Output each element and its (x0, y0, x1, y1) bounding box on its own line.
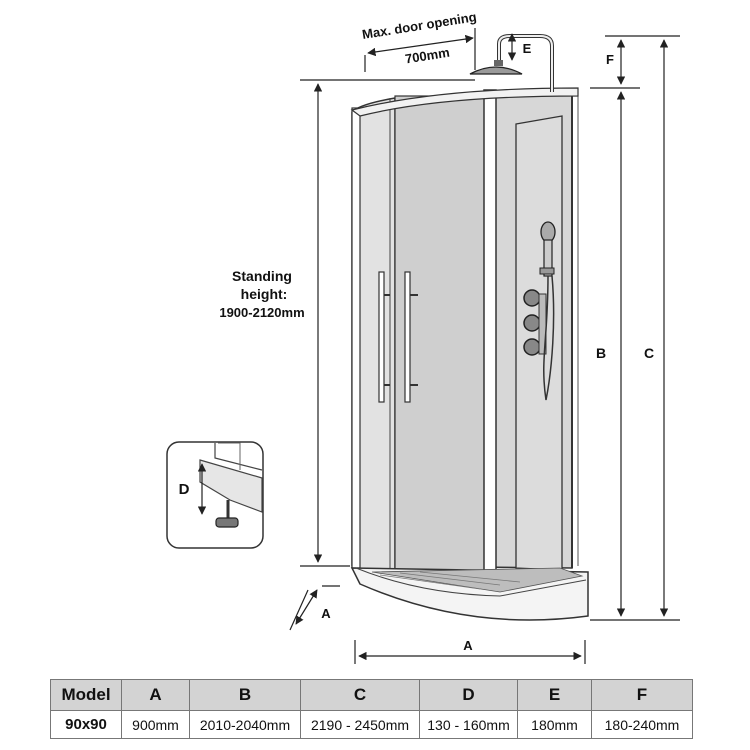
table-cell-f: 180-240mm (591, 710, 693, 739)
door-frame-post (483, 89, 497, 591)
dimension-lines (289, 28, 680, 664)
dimension-label-b: B (596, 345, 606, 361)
shower-control-knobs (523, 289, 547, 356)
dimension-label-c: C (644, 345, 654, 361)
table-cell-a: 900mm (121, 710, 190, 739)
hand-shower (539, 221, 556, 401)
table-header-c: C (300, 679, 420, 711)
dimension-label-a-bottom: A (463, 638, 473, 653)
table-header-a: A (121, 679, 190, 711)
rain-shower-head (469, 34, 554, 92)
table-header-model: Model (50, 679, 122, 711)
table-cell-e: 180mm (517, 710, 592, 739)
foot-detail-inset (166, 441, 264, 549)
spec-table: Model A B C D E F 90x90 900mm 2010-2040m… (50, 679, 693, 739)
table-header-row: Model A B C D E F (50, 679, 693, 711)
table-cell-d: 130 - 160mm (419, 710, 518, 739)
door-opening-value: 700mm (404, 45, 451, 67)
dimension-label-a-diagonal: A (321, 606, 331, 621)
standing-height-value: 1900-2120mm (219, 305, 304, 320)
shower-tray (350, 567, 589, 621)
shower-cabin (350, 34, 589, 621)
dimension-label-d: D (179, 481, 190, 498)
table-header-b: B (189, 679, 301, 711)
table-header-d: D (419, 679, 518, 711)
door-opening-label: Max. door opening (361, 9, 478, 42)
door-handle-left (378, 271, 385, 403)
standing-height-label-2: height: (241, 286, 288, 302)
left-frame-post (351, 107, 361, 569)
table-header-f: F (591, 679, 693, 711)
table-cell-model: 90x90 (50, 710, 122, 739)
door-handle-right (404, 271, 411, 403)
table-header-e: E (517, 679, 592, 711)
dimension-label-e: E (523, 41, 532, 56)
table-cell-c: 2190 - 2450mm (300, 710, 420, 739)
table-cell-b: 2010-2040mm (189, 710, 301, 739)
dimension-label-f: F (606, 52, 614, 67)
table-row: 90x90 900mm 2010-2040mm 2190 - 2450mm 13… (50, 710, 693, 739)
standing-height-label-1: Standing (232, 268, 292, 284)
